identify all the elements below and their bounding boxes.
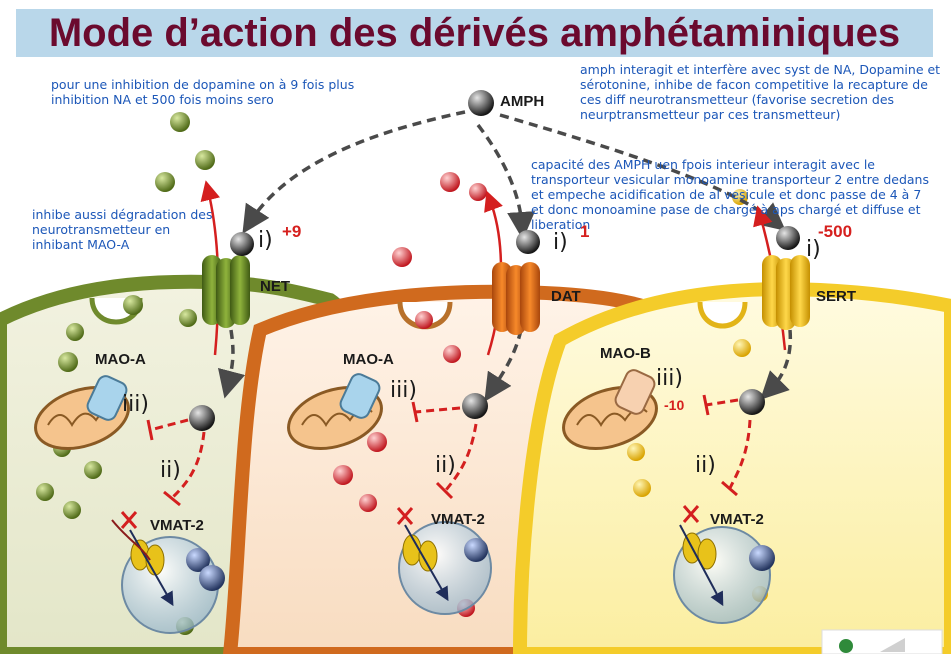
note-vesicular: capacité des AMPH uen fpois interieur in… [531,157,929,232]
step-i-label-2: i) [553,230,568,255]
step-iii-label-2: iii) [390,378,417,403]
note-dopamine-ratio: pour une inhibition de dopamine on à 9 f… [51,77,355,107]
vesicle-3 [673,505,775,624]
step-iii-label-1: iii) [122,392,149,417]
sert-label: SERT [816,288,857,305]
dat-transporter [492,262,540,335]
mao-b-value: -10 [664,397,685,413]
mao-a-label-1: MAO-A [95,351,146,368]
note-amph-interaction: amph interagit et interfère avec syst de… [580,62,941,122]
vmat-label-2: VMAT-2 [431,511,485,528]
step-ii-label-1: ii) [160,458,181,483]
dat-label: DAT [551,288,581,305]
mitochondrion-2 [287,373,383,450]
corner-logo [821,629,943,654]
inhibition-bars [146,394,738,507]
sert-value: -500 [818,222,853,241]
mitochondrion-3 [562,369,658,450]
mao-b-label: MAO-B [600,345,651,362]
step-ii-label-3: ii) [695,453,716,478]
net-label: NET [260,278,290,295]
dopamine-molecules [333,172,487,617]
vmat-label-3: VMAT-2 [710,511,764,528]
vesicle-1 [111,511,225,634]
step-i-label-1: i) [258,228,273,253]
sert-transporter [762,255,810,330]
page-title: Mode d’action des dérivés amphétaminique… [48,11,901,55]
vmat-label-1: VMAT-2 [150,517,204,534]
step-ii-label-2: ii) [435,453,456,478]
vesicle-2 [396,507,492,615]
amph-molecules [189,90,800,431]
inhibition-lines [149,398,752,500]
net-value: +9 [282,222,302,241]
step-iii-label-3: iii) [656,366,683,391]
amph-label: AMPH [500,93,545,110]
title-bar: Mode d’action des dérivés amphétaminique… [16,9,933,57]
net-transporter [202,255,250,328]
step-i-label-3: i) [806,237,821,262]
mao-a-label-2: MAO-A [343,351,394,368]
dat-value: 1 [580,222,590,241]
mitochondrion-1 [34,375,130,450]
note-mao: inhibe aussi dégradation des neurotransm… [32,207,213,252]
